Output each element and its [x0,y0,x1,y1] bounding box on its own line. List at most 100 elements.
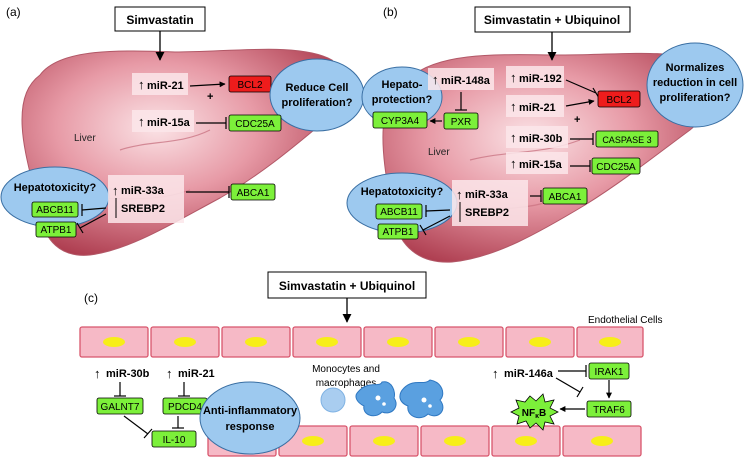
traf6-text: TRAF6 [593,405,625,416]
up-arrow-mir33a-b: ↑ [456,187,463,202]
hepatotoxicity-a-bubble [0,166,110,228]
monocytes-line-1: Monocytes and [312,364,380,375]
up-arrow-mir192: ↑ [510,70,517,85]
panel-a: (a) Liver Simvastatin ↑ miR-21 + BCL2 Re… [0,5,365,256]
mir21-c-text: miR-21 [178,368,215,380]
mir148a-box [428,68,494,90]
normalize-line-2: reduction in cell [653,77,737,89]
mir30b-b-text: miR-30b [519,133,563,145]
srebp2-a-text: SREBP2 [121,203,165,215]
mir192-bcl2-inhibit [565,79,597,94]
endothelial-label: Endothelial Cells [588,315,663,326]
up-arrow-mir33a-a: ↑ [112,183,119,198]
hepatotoxicity-a-text: Hepatotoxicity? [14,182,97,194]
plus-a: + [207,91,213,103]
normalize-line-3: proliferation? [660,92,731,104]
cell-nucleus [458,337,480,347]
cell-nucleus [515,436,537,446]
mir192-text: miR-192 [519,73,562,85]
abca1-a-text: ABCA1 [237,188,270,199]
up-arrow-mir30b-c: ↑ [94,366,101,381]
atpb1-b-box [377,223,419,240]
hepatoprot-line-2: protection? [372,94,433,106]
simvastatin-ubiquinol-b-box [474,6,631,33]
abca1-b-box [542,187,588,205]
reduce-line-1: Reduce Cell [286,82,349,94]
normalizes-bubble [646,42,744,128]
pdcd4-text: PDCD4 [168,402,202,413]
up-arrow-mir148a: ↑ [432,72,439,87]
mir21-bcl2-arrow-b [565,98,595,107]
simvastatin-text: Simvastatin [126,13,193,27]
simvastatin-ubiquinol-c-box [267,271,427,299]
monocyte-cell [320,387,346,413]
liver-a-groove [119,129,211,151]
panel-c: (c) Simvastatin + Ubiquinol Endothelial … [79,271,663,457]
galnt7-il10-inhibit [123,415,149,435]
inhibit-bar [419,224,427,236]
mir146a-traf6-inhibit [555,377,581,393]
macrophage-vesicle [428,404,432,408]
hepatoprot-line-1: Hepato- [382,79,423,91]
panel-c-label: (c) [84,291,98,305]
irak1-box [588,362,630,380]
macrophage-cell [399,379,444,419]
cell-nucleus [599,337,621,347]
mir33a-a-box [108,175,184,223]
pxr-text: PXR [451,117,472,128]
inhibit-bar [76,222,84,234]
up-arrow-mir15a-a: ↑ [138,114,145,129]
anti-inflam-line-2: response [226,421,275,433]
bcl2-a-text: BCL2 [237,80,262,91]
il10-text: IL-10 [163,435,186,446]
macrophage-vesicle [375,395,381,401]
mir15a-a-text: miR-15a [147,117,191,129]
cdc25a-b-text: CDC25A [596,162,636,173]
atpb1-a-box [35,221,77,238]
up-arrow-mir15a-b: ↑ [510,156,517,171]
inhibit-bar [576,386,584,398]
up-arrow-mir21-b: ↑ [510,99,517,114]
cell-nucleus [316,337,338,347]
cdc25a-a-box [228,114,282,132]
inhibit-bar [143,428,153,439]
mir192-box [506,66,564,88]
cyp3a4-text: CYP3A4 [381,116,420,127]
simvastatin-ubiquinol-c-text: Simvastatin + Ubiquinol [279,279,415,293]
hepatotoxicity-b-text: Hepatotoxicity? [361,186,444,198]
mir148a-text: miR-148a [441,75,491,87]
mir30b-b-box [506,126,568,148]
abcb11-a-text: ABCB11 [36,205,74,216]
abcb11-b-text: ABCB11 [380,207,418,218]
macrophage-vesicle [382,402,386,406]
cdc25a-b-box [591,157,641,175]
panel-b-label: (b) [383,5,398,19]
cell-nucleus [302,436,324,446]
mir21-a-box [132,73,188,95]
srebp2-atpb1-inhibit-b [422,215,451,231]
cell-nucleus [529,337,551,347]
up-arrow-mir146a: ↑ [492,366,499,381]
il10-box [151,430,197,448]
up-arrow-mir21-a: ↑ [138,77,145,92]
simvastatin-ubiquinol-b-text: Simvastatin + Ubiquinol [484,13,620,27]
mir33a-b-box [452,180,528,226]
liver-b-label: Liver [428,147,450,158]
cell-nucleus [591,436,613,446]
irak1-text: IRAK1 [595,367,624,378]
abcb11-b-box [375,203,423,220]
caspase3-text: CASPASE 3 [602,135,651,145]
srebp2-atpb1-inhibit-a [79,213,107,229]
srebp2-abcb11-inhibit-b [425,209,451,212]
abcb11-a-box [31,201,79,218]
srebp2-abcb11-inhibit-a [81,207,107,211]
liver-a-label: Liver [74,133,96,144]
abca1-b-text: ABCA1 [549,192,582,203]
mir21-b-text: miR-21 [519,102,556,114]
atpb1-a-text: ATPB1 [41,225,72,236]
reduce-proliferation-bubble [269,58,365,132]
simvastatin-box [114,6,206,32]
mir30b-c-text: miR-30b [106,368,150,380]
cell-nucleus [103,337,125,347]
